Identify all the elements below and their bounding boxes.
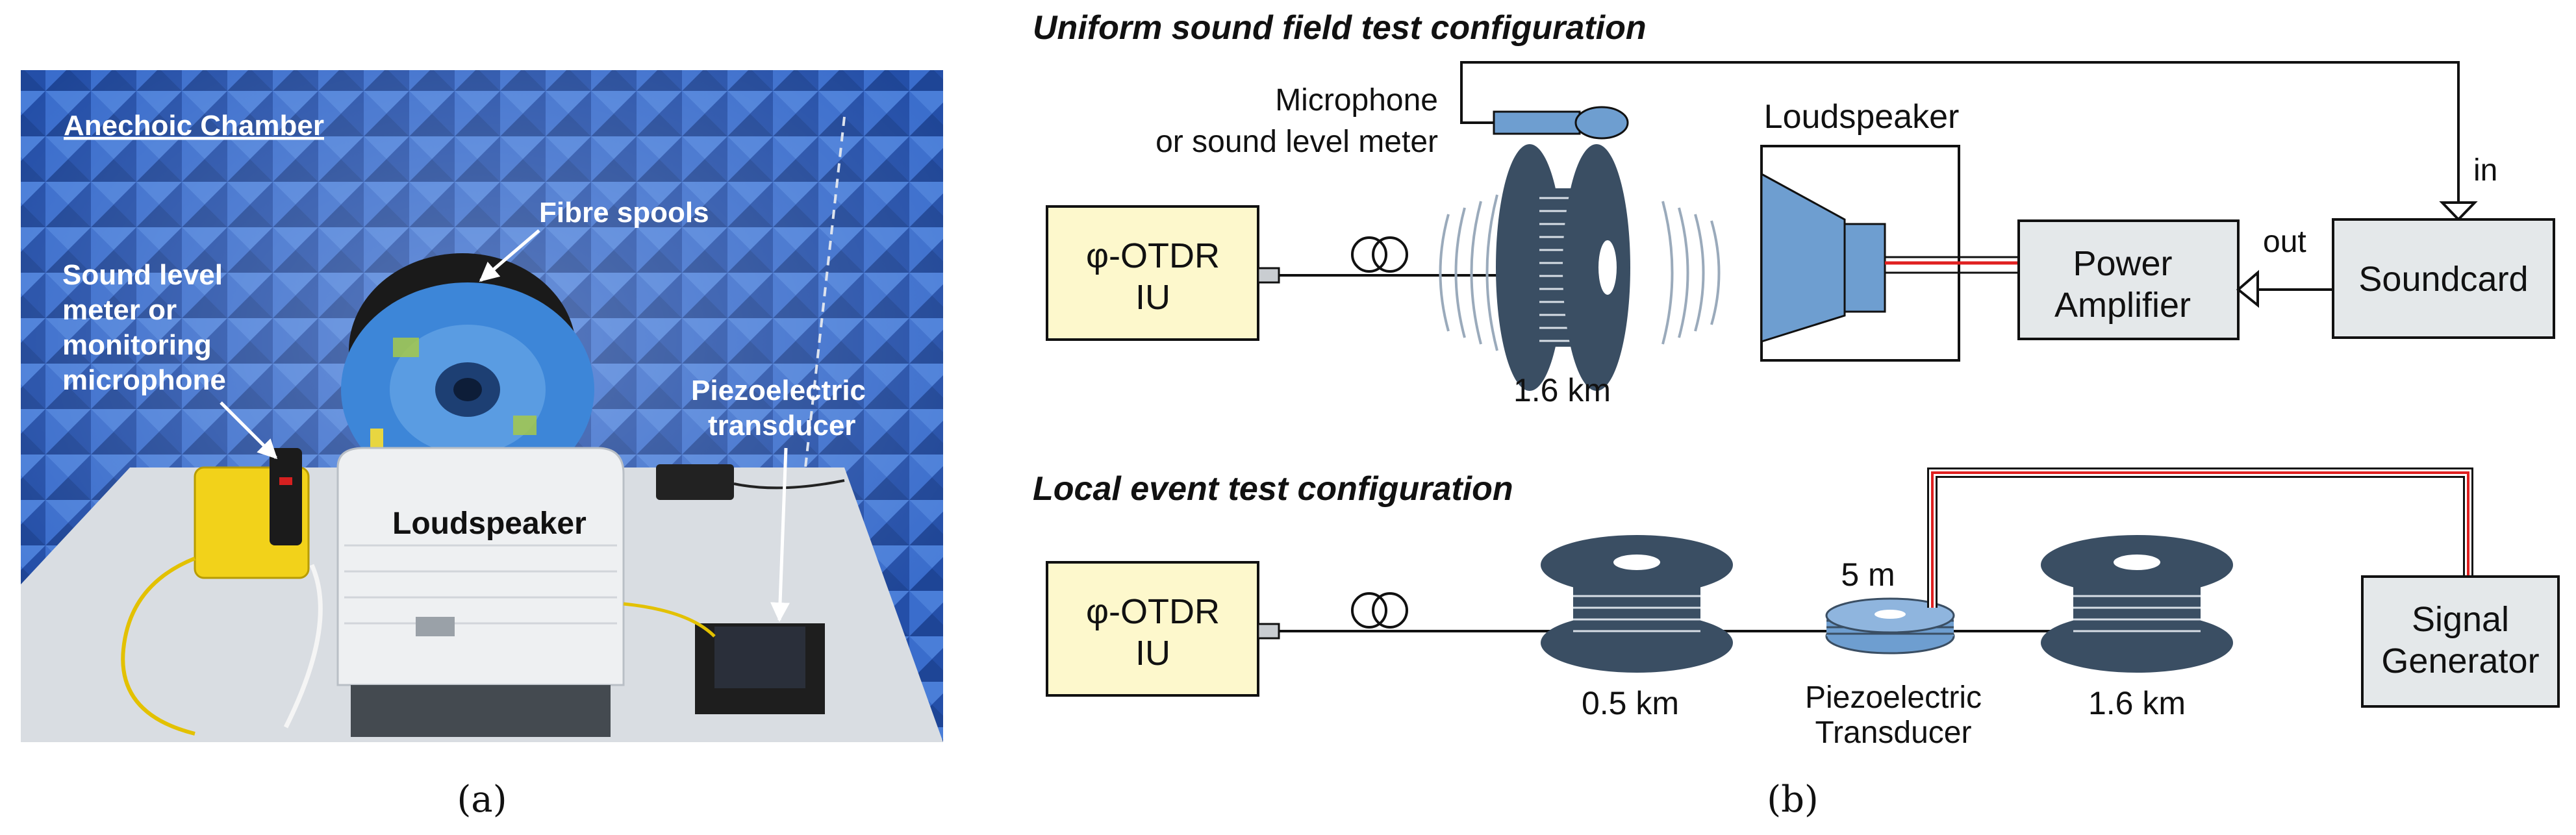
otdr-top-line1: φ-OTDR [1086, 236, 1220, 275]
gen-cable-red [1931, 471, 2469, 608]
gen-line1: Signal [2412, 600, 2509, 639]
piezo-label-line1: Piezoelectric [691, 375, 866, 406]
cable [121, 556, 196, 736]
slm-label-line4: microphone [62, 364, 226, 396]
spool-1p6km [2041, 535, 2233, 673]
sound-waves-right [1661, 201, 1721, 345]
amp-line2: Amplifier [2054, 286, 2191, 325]
gen-line2: Generator [2381, 642, 2539, 680]
otdr-port-top [1257, 267, 1280, 284]
otdr-port-bottom [1257, 623, 1280, 640]
loudspeaker-photo [336, 447, 625, 737]
speaker-icon [1760, 172, 1886, 343]
fibre-spools-label: Fibre spools [539, 197, 709, 229]
in-arrow [2439, 201, 2478, 221]
slm-label-line2: meter or [62, 294, 177, 326]
port-out-label: out [2263, 225, 2306, 259]
photo-panel: Anechoic Chamber Fibre spools Sound leve… [21, 70, 943, 742]
otdr-box-bottom [1046, 561, 1259, 697]
loudspeaker-label: Loudspeaker [1764, 98, 1960, 136]
soundcard-label: Soundcard [2358, 260, 2528, 299]
loudspeaker-photo-label: Loudspeaker [392, 506, 587, 541]
microphone-icon [1493, 106, 1629, 140]
piezo-label-line2: transducer [708, 410, 855, 442]
sound-level-meter-photo [194, 448, 310, 579]
piezo-photo [695, 623, 825, 714]
piezo-line2: Transducer [1815, 716, 1972, 750]
otdr-bottom-line1: φ-OTDR [1086, 592, 1220, 631]
port-in-label: in [2473, 153, 2497, 188]
local-title: Local event test configuration [1033, 470, 1513, 508]
out-arrow [2236, 269, 2259, 308]
uniform-config: Uniform sound field test configuration φ… [1033, 9, 2555, 408]
caption-b: (b) [1767, 779, 1819, 821]
fibre-spools-arrow [479, 229, 540, 282]
slm-arrow [220, 401, 278, 460]
spool1-length: 0.5 km [1582, 685, 1679, 721]
fibre-coil-icon-bottom [1351, 592, 1408, 629]
caption-a: (a) [457, 779, 507, 821]
fibre-spools-photo [341, 253, 594, 497]
otdr-top-line2: IU [1135, 278, 1170, 317]
local-config: Local event test configuration φ-OTDR IU… [1033, 467, 2560, 750]
mic-cable [1460, 61, 2460, 203]
mic-label-line1: Microphone [1275, 83, 1438, 118]
piezo-line1: Piezoelectric [1805, 680, 1982, 715]
spool2-length: 1.6 km [2088, 685, 2186, 721]
uniform-title: Uniform sound field test configuration [1033, 9, 1647, 47]
fibre-spool-top [1496, 144, 1630, 391]
otdr-bottom-line2: IU [1135, 634, 1170, 673]
mic-label-line2: or sound level meter [1155, 125, 1438, 159]
fibre-coil-icon-top [1351, 236, 1408, 273]
chamber-label: Anechoic Chamber [64, 110, 324, 142]
spool-0p5km [1541, 535, 1733, 673]
piezo-length: 5 m [1841, 556, 1895, 593]
piezo-arrow [770, 447, 790, 622]
power-amplifier-box [2017, 219, 2240, 340]
amp-line1: Power [2073, 244, 2172, 283]
slm-label-line3: monitoring [62, 329, 212, 361]
otdr-box-top [1046, 205, 1259, 341]
spool-top-length: 1.6 km [1513, 372, 1611, 408]
amp-box-photo [656, 464, 734, 500]
signal-generator-box [2361, 575, 2560, 708]
soundcard-box [2332, 218, 2555, 339]
sound-waves-left [1439, 194, 1498, 351]
piezo-transducer-icon [1825, 597, 1955, 654]
slm-label-line1: Sound level [62, 259, 223, 291]
